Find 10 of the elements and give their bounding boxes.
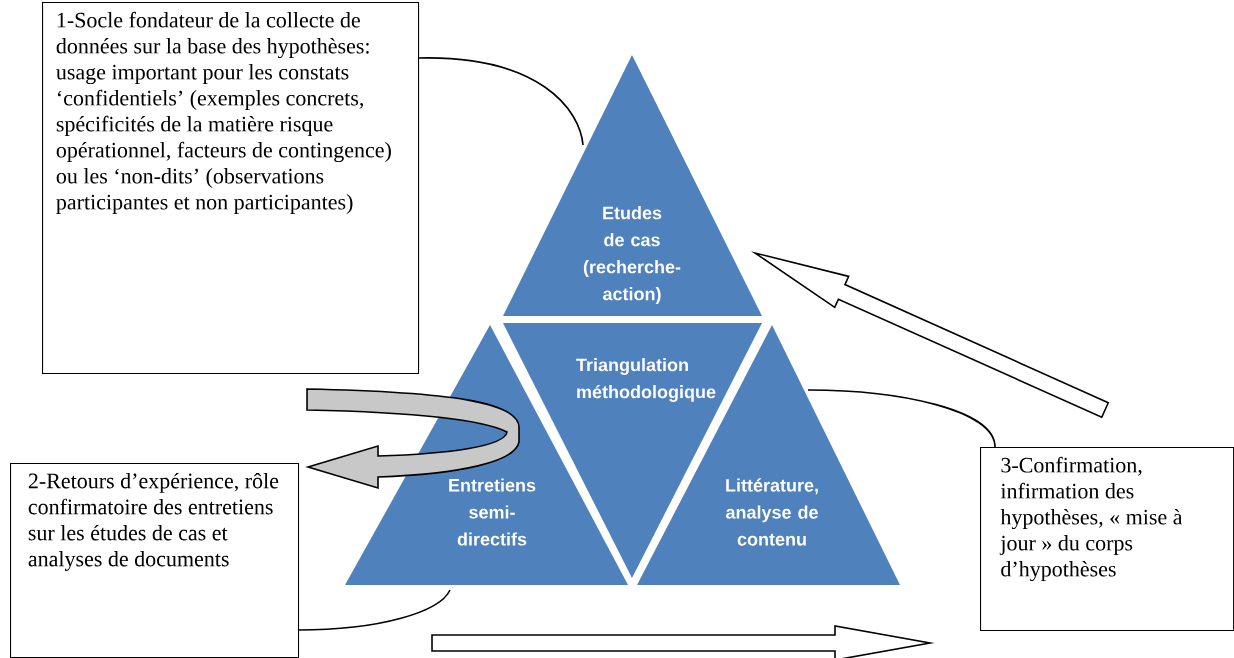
connector-line xyxy=(807,389,996,448)
text-box: 2-Retours d’expérience, rôle confirmatoire des entretiens sur les études de cas et analyses de documents xyxy=(10,463,300,658)
curved-block-arrow xyxy=(306,388,520,489)
triangle-segment: Etudes de cas (recherche-action) xyxy=(503,55,762,316)
connector-line xyxy=(297,589,451,631)
block-arrow xyxy=(431,625,935,658)
text-box: 3-Confirmation, infirmation des hypothèses, « mise à jour » du corps d’hypothèses xyxy=(980,447,1234,631)
connector-line xyxy=(417,57,584,146)
text-box: 1-Socle fondateur de la collecte de données sur la base des hypothèses: usage important pour les constats ‘confidentiels’ (exemples concrets, spécificités de la matière risque opérationnel, facteurs de contingence) ou les ‘non-dits’ (observations participantes et non participantes) xyxy=(42,2,420,374)
block-arrow xyxy=(750,251,1110,419)
